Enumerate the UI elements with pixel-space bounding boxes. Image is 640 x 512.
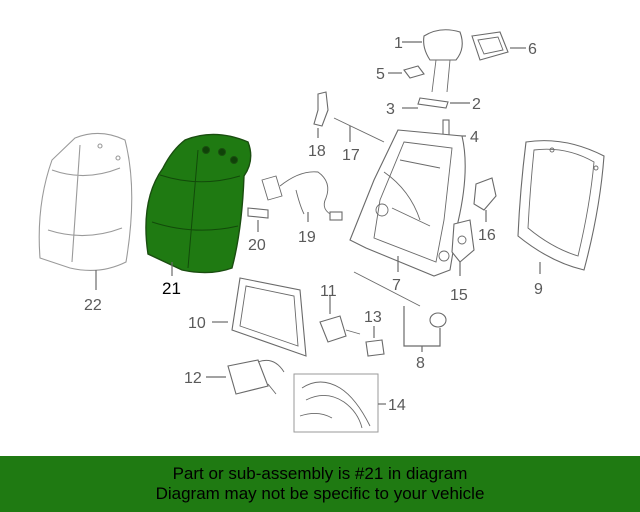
part-19-harness[interactable] bbox=[261, 171, 343, 221]
part-21-seatback-pad[interactable] bbox=[145, 133, 252, 274]
part-14-hose-set[interactable] bbox=[293, 373, 379, 433]
part-15-recliner[interactable] bbox=[451, 219, 475, 263]
part-20-bolt[interactable] bbox=[247, 207, 269, 219]
part-12-pump[interactable] bbox=[227, 359, 285, 395]
callout-22: 22 bbox=[84, 297, 102, 314]
callout-7: 7 bbox=[392, 277, 401, 294]
callout-18: 18 bbox=[308, 143, 326, 160]
callout-15: 15 bbox=[450, 287, 468, 304]
callout-10: 10 bbox=[188, 315, 206, 332]
callout-1: 1 bbox=[394, 35, 403, 52]
part-13-switch[interactable] bbox=[365, 339, 385, 357]
part-6-headrest-trim[interactable] bbox=[471, 31, 509, 61]
callout-12: 12 bbox=[184, 370, 202, 387]
callout-13: 13 bbox=[364, 309, 382, 326]
callout-4: 4 bbox=[470, 129, 479, 146]
part-18-release-lever[interactable] bbox=[313, 91, 329, 127]
callout-9: 9 bbox=[534, 281, 543, 298]
callout-16: 16 bbox=[478, 227, 496, 244]
callout-11: 11 bbox=[320, 283, 337, 300]
part-8-rods[interactable] bbox=[353, 271, 447, 328]
callout-17: 17 bbox=[342, 147, 360, 164]
parts-diagram: 22 21 1 6 5 2 3 4 18 bbox=[38, 29, 605, 433]
callout-6: 6 bbox=[528, 41, 537, 58]
banner-line-part: Part or sub-assembly is #21 in diagram bbox=[172, 464, 468, 483]
part-7-seatback-frame[interactable] bbox=[349, 129, 466, 277]
part-1-headrest[interactable] bbox=[423, 29, 463, 93]
callout-14: 14 bbox=[388, 397, 406, 414]
part-2-guide-sleeve[interactable] bbox=[417, 97, 449, 109]
callout-8: 8 bbox=[416, 355, 425, 372]
callout-20: 20 bbox=[248, 237, 266, 254]
part-16-latch[interactable] bbox=[473, 177, 497, 211]
banner-line-disclaimer: Diagram may not be specific to your vehi… bbox=[155, 484, 485, 503]
callout-21: 21 bbox=[162, 279, 181, 298]
callout-3: 3 bbox=[386, 101, 395, 118]
part-5-guide[interactable] bbox=[403, 65, 425, 79]
callout-2: 2 bbox=[472, 96, 481, 113]
part-9-back-panel[interactable] bbox=[517, 140, 605, 271]
info-banner: Part or sub-assembly is #21 in diagram D… bbox=[0, 456, 640, 512]
part-11-lumbar-motor[interactable] bbox=[319, 315, 361, 343]
callout-5: 5 bbox=[376, 66, 385, 83]
part-10-lumbar-panel[interactable] bbox=[231, 277, 307, 357]
part-22-seatback-cover[interactable] bbox=[38, 132, 133, 271]
callout-19: 19 bbox=[298, 229, 316, 246]
part-17-rod[interactable] bbox=[333, 117, 385, 143]
